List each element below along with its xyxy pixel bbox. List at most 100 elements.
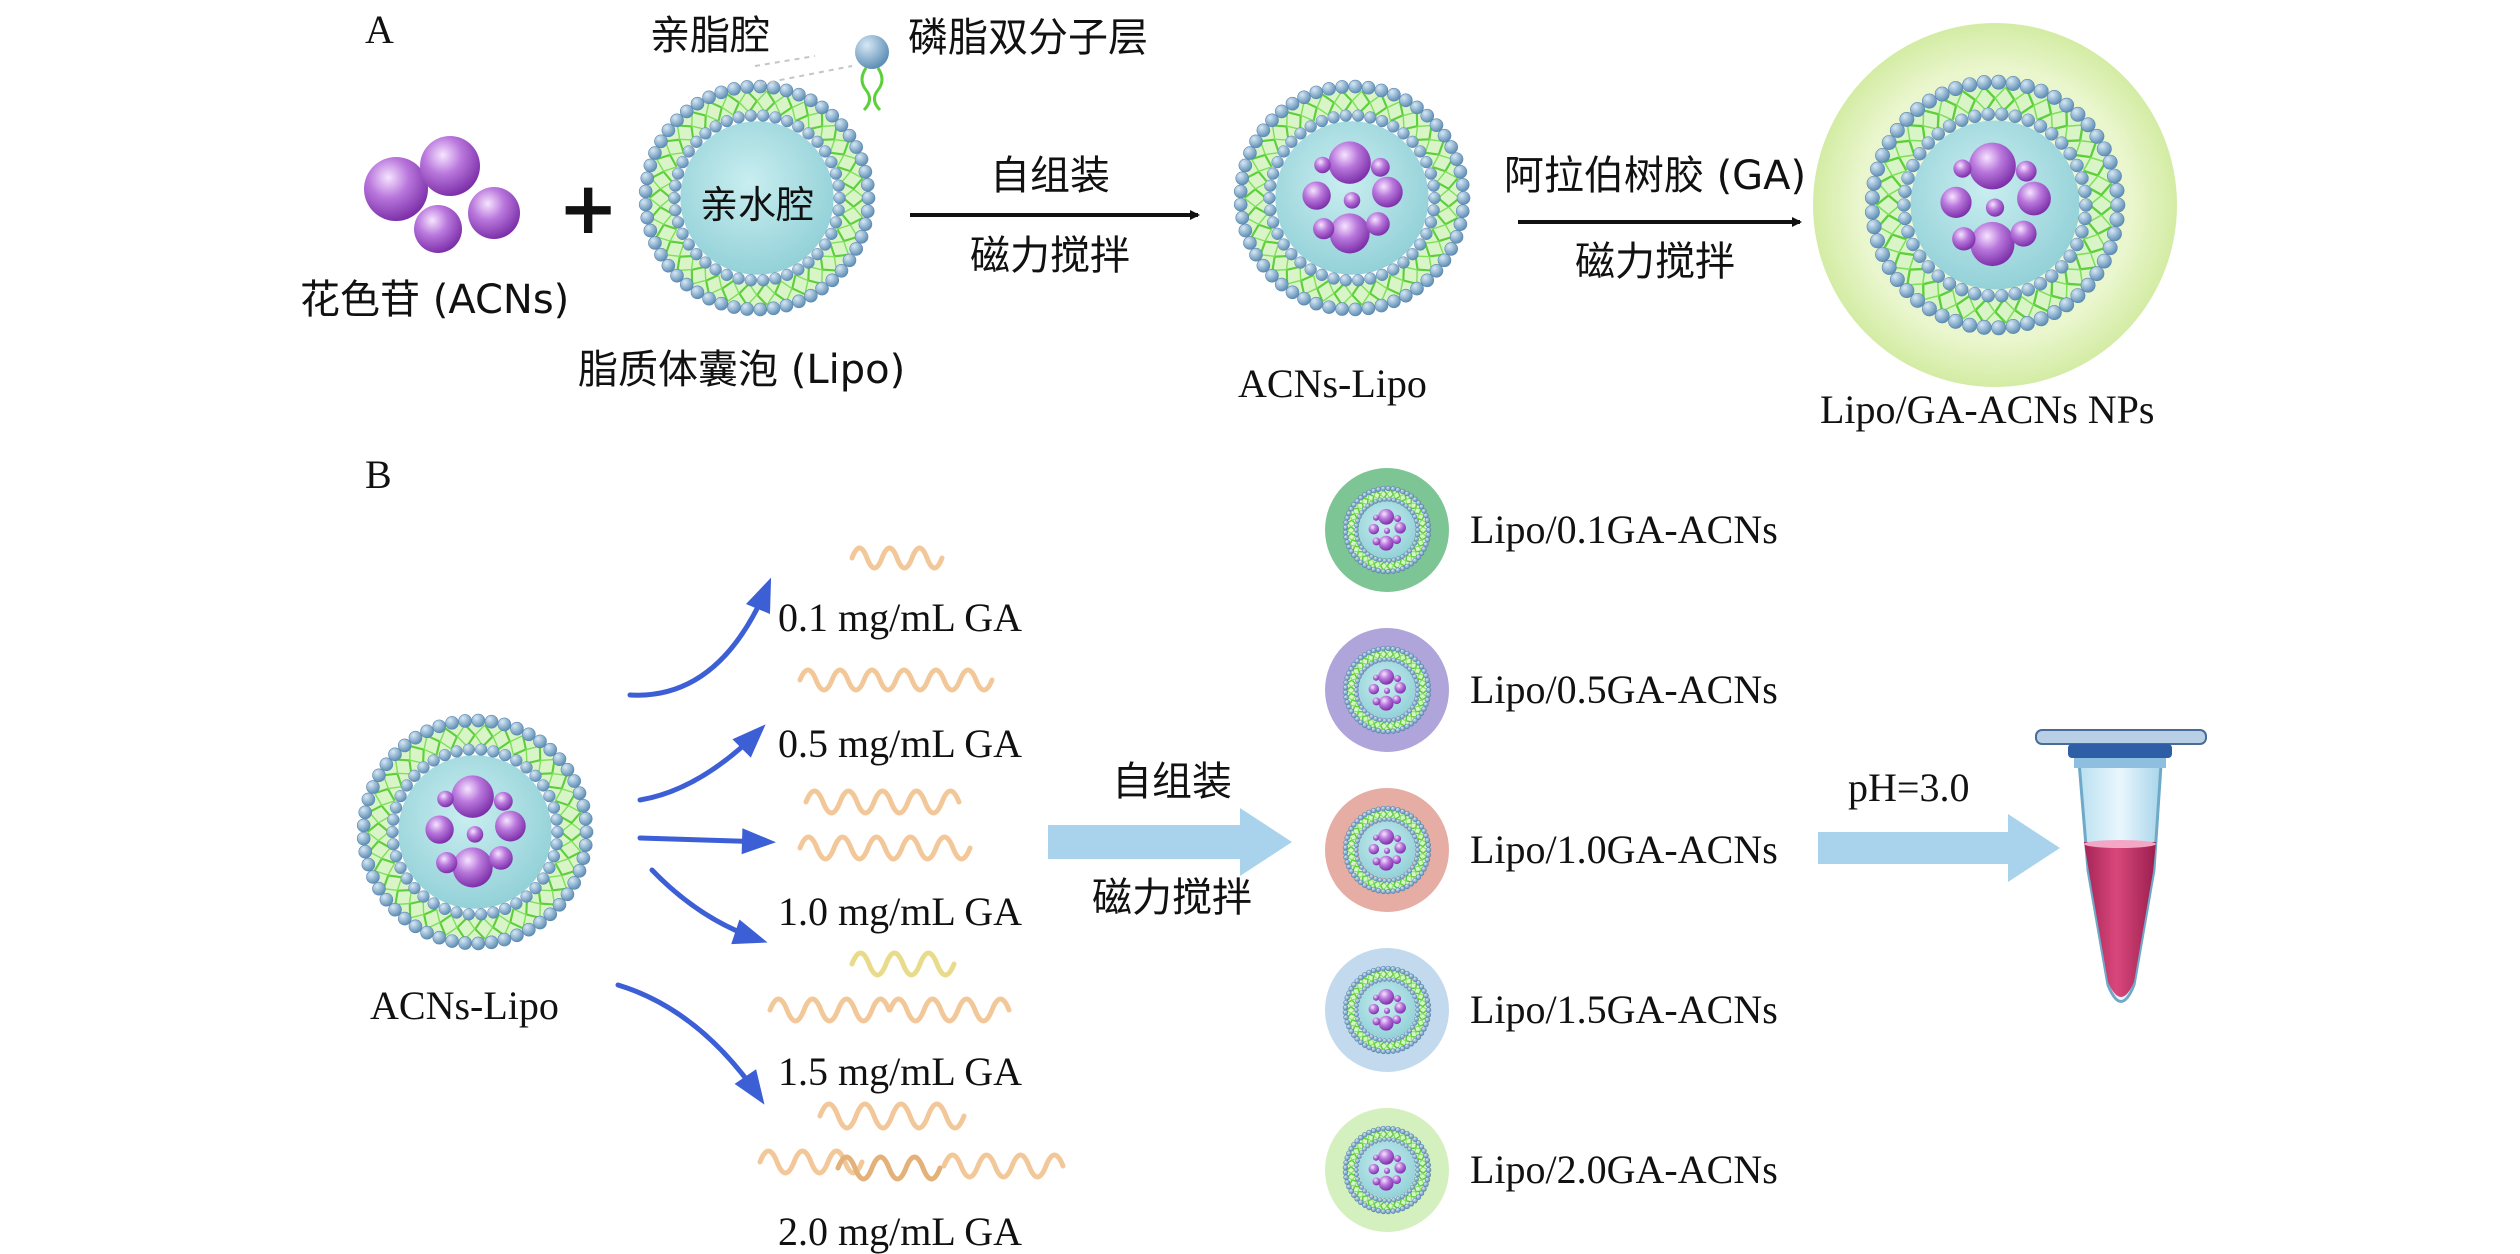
microcentrifuge-tube — [2035, 729, 2207, 1003]
bilayer-callout — [754, 35, 889, 112]
lipid-head — [676, 156, 689, 169]
lipid-head — [499, 748, 512, 762]
lipid-head — [1342, 689, 1349, 696]
lipid-head — [1425, 1012, 1432, 1018]
lipid-head — [1423, 861, 1429, 868]
lipid-head — [2096, 253, 2112, 269]
lipid-head — [1421, 866, 1427, 872]
lipid-head — [1351, 1142, 1357, 1148]
lipid-tail — [2065, 268, 2084, 285]
lipid-tail — [795, 274, 809, 295]
lipid-head — [1351, 502, 1357, 508]
lipid-head — [487, 745, 500, 758]
lipid-head — [1897, 198, 1911, 212]
lipid-head — [1346, 864, 1352, 870]
lipid-head — [1864, 204, 1880, 220]
encapsulated-anthocyanin — [1383, 847, 1391, 854]
lipid-tail — [366, 831, 390, 842]
encapsulated-anthocyanin — [425, 815, 454, 844]
blue-arrow-head — [734, 1069, 765, 1105]
lipid-head — [1369, 714, 1375, 720]
lipid-head — [2019, 316, 2035, 331]
lipid-tail — [1418, 839, 1427, 845]
lipid-head — [1415, 842, 1420, 848]
lipid-head — [702, 90, 716, 105]
lipid-head — [781, 268, 794, 282]
lipid-tail — [1362, 1035, 1369, 1043]
lipid-head — [1412, 674, 1418, 680]
lipid-head — [2044, 127, 2059, 141]
blue-arrow — [615, 982, 765, 1105]
lipid-head — [1339, 274, 1352, 287]
lipid-head — [2046, 89, 2062, 105]
lipid-head — [1385, 965, 1391, 972]
lipid-head — [1266, 216, 1280, 229]
lipid-tail — [1414, 1025, 1422, 1032]
product-particle — [1325, 948, 1449, 1072]
lipid-head — [1409, 544, 1415, 550]
lipid-head — [543, 790, 556, 803]
tube-ring — [2068, 744, 2172, 758]
lipid-head — [499, 902, 512, 916]
lipid-head — [1304, 120, 1317, 133]
lipid-head — [1358, 1134, 1364, 1141]
lipid-head — [1415, 980, 1422, 986]
step1-bottom-label: 磁力搅拌 — [970, 233, 1130, 279]
lipid-head — [1385, 805, 1391, 812]
lipid-head — [1380, 645, 1387, 652]
lipid-head — [709, 120, 722, 133]
lipid-head — [1351, 712, 1357, 718]
lipid-tail — [1410, 982, 1417, 989]
lipid-head — [1399, 980, 1405, 986]
lipid-head — [1390, 1048, 1396, 1054]
encapsulated-anthocyanin — [1394, 1155, 1402, 1163]
lipid-tail — [1410, 1142, 1417, 1149]
lipid-head — [1415, 714, 1422, 720]
lipid-head — [1391, 1137, 1397, 1143]
lipid-head — [408, 919, 423, 934]
encapsulated-anthocyanin — [1372, 537, 1381, 546]
lipid-head — [497, 717, 512, 732]
lipid-head — [1399, 554, 1405, 560]
lipid-head — [2089, 128, 2105, 144]
lipid-head — [1353, 527, 1359, 533]
lipid-tail — [1414, 865, 1422, 872]
encapsulated-anthocyanin — [437, 790, 454, 808]
lipid-tail — [474, 724, 486, 747]
lipid-head — [1399, 93, 1413, 108]
lipid-head — [842, 253, 857, 268]
lipid-head — [1395, 1036, 1401, 1042]
lipid-head — [1412, 877, 1418, 884]
lipid-head — [1425, 1162, 1432, 1168]
lipid-tail — [1367, 973, 1373, 982]
lipid-tail — [1418, 679, 1427, 685]
lipid-tail — [1375, 280, 1388, 302]
lipid-tail — [1436, 206, 1459, 219]
lipid-tail — [708, 274, 723, 295]
lipid-head — [1395, 658, 1401, 664]
lipid-head — [578, 838, 593, 852]
lipid-tail — [1382, 881, 1388, 891]
lipid-head — [432, 719, 447, 734]
gum-arabic-strand — [849, 545, 945, 571]
lipid-head — [1366, 1129, 1372, 1136]
lipid-head — [408, 882, 421, 895]
lipid-head — [1380, 1048, 1387, 1055]
lipid-head — [408, 730, 423, 745]
lipid-head — [462, 743, 475, 756]
lipid-head — [1424, 857, 1431, 863]
lipid-head — [1399, 885, 1406, 892]
lipid-tail — [691, 112, 706, 130]
lipid-head — [1424, 837, 1431, 843]
gum-arabic-strand — [887, 996, 1012, 1024]
lipid-head — [1354, 556, 1360, 562]
self-assembly-arrow — [1048, 808, 1292, 876]
lipid-tail — [1347, 695, 1356, 701]
lipid-tail — [1907, 268, 1926, 286]
encapsulated-anthocyanin — [1343, 192, 1361, 209]
lipid-head — [1352, 109, 1365, 122]
lipid-head — [699, 256, 712, 269]
lipid-tail — [1356, 822, 1364, 829]
lipid-head — [1391, 557, 1397, 563]
lipid-head — [1437, 128, 1452, 143]
